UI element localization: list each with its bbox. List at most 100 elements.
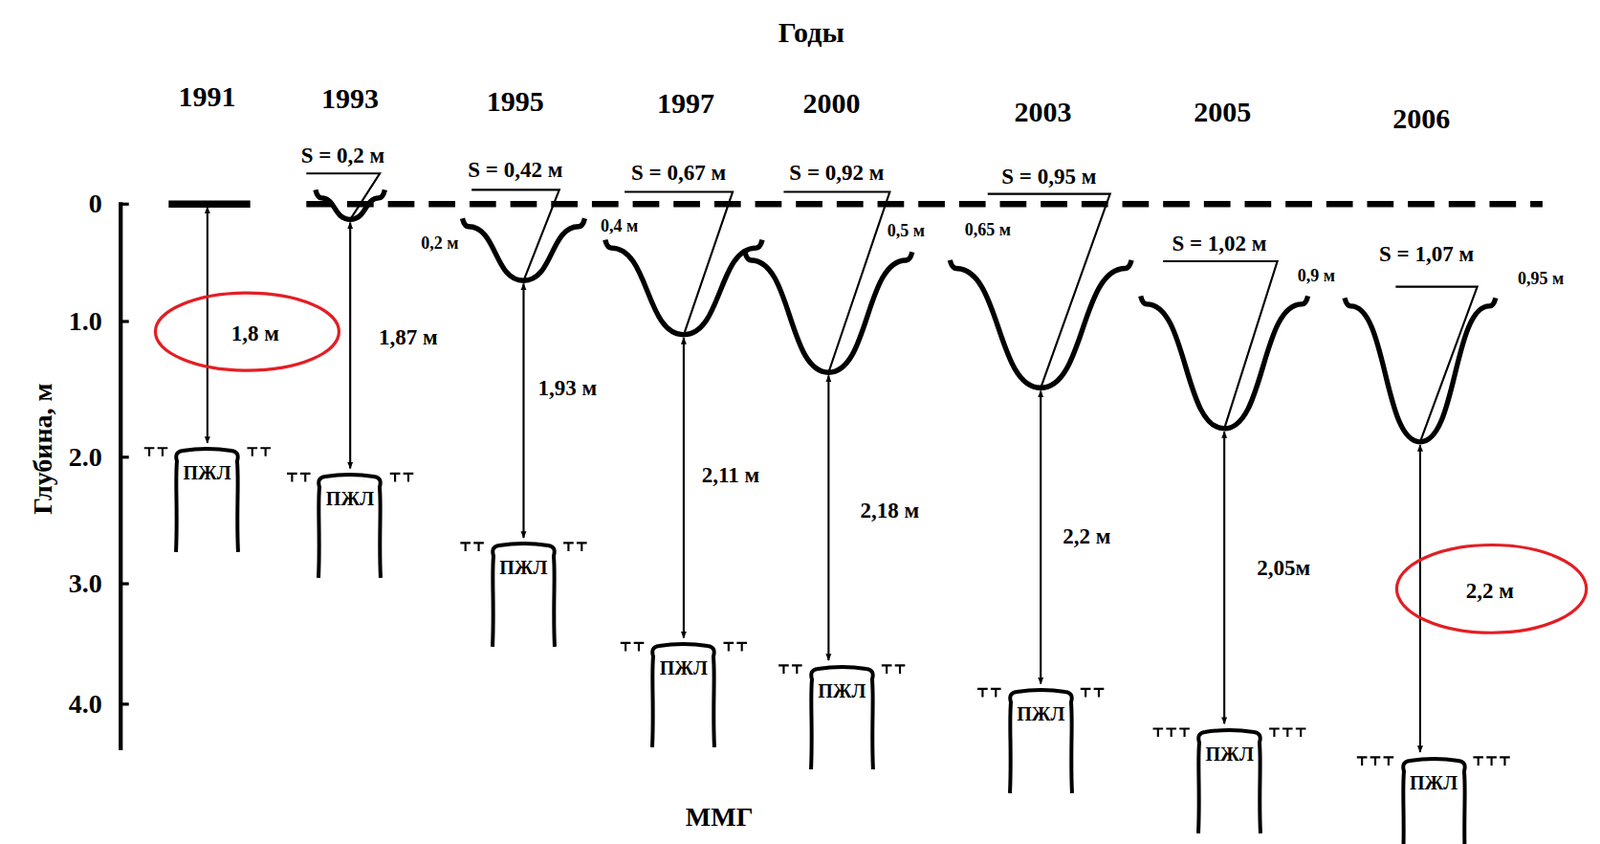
- subsidence-value: S = 0,2 м: [301, 144, 386, 167]
- thaw-trough: [1140, 295, 1309, 429]
- permafrost-symbol: [1165, 727, 1177, 737]
- thaw-trough: [315, 189, 386, 220]
- thaw-trough: [745, 251, 913, 373]
- shoulder-value: 0,9 м: [1297, 266, 1336, 285]
- ice-wedge: ПЖЛ: [804, 663, 880, 770]
- wedge-label: ПЖЛ: [1396, 755, 1472, 792]
- permafrost-symbol: [723, 642, 735, 652]
- permafrost-symbol: [881, 664, 893, 674]
- tick-label: 0: [88, 190, 103, 218]
- subsidence-value: S = 0,42 м: [467, 158, 563, 181]
- subsidence-value: S = 0,95 м: [1001, 164, 1096, 187]
- thaw-depth-value: 2,2 м: [1062, 525, 1111, 548]
- ice-wedge: ПЖЛ: [169, 445, 245, 552]
- tick-label: 3.0: [68, 569, 103, 597]
- permafrost-symbol: [1472, 756, 1484, 766]
- thaw-depth-value: 2,05м: [1256, 556, 1311, 579]
- thaw-trough: [949, 260, 1132, 388]
- depth-arrow: [349, 221, 351, 468]
- depth-arrow: [522, 283, 525, 538]
- subsidence-value: S = 0,67 м: [631, 161, 726, 184]
- subsidence-value: S = 1,07 м: [1379, 241, 1474, 264]
- axis-tick: [120, 701, 130, 705]
- shoulder-value: 0,2 м: [420, 234, 459, 252]
- permafrost-symbol: [390, 473, 401, 483]
- ice-wedge-outline: [485, 540, 562, 647]
- ice-wedge-outline: [311, 471, 388, 578]
- ice-wedge-outline: [1396, 755, 1472, 844]
- ice-wedge-outline: [645, 640, 722, 747]
- permafrost-symbol: [1179, 727, 1190, 737]
- axis-tick: [120, 581, 130, 585]
- subsidence-value: S = 1,02 м: [1171, 231, 1267, 254]
- permafrost-symbol: [300, 473, 311, 483]
- permafrost-label: ММГ: [685, 803, 754, 831]
- axis-title: Глубина, м: [29, 383, 57, 515]
- permafrost-symbol: [403, 473, 415, 483]
- wedge-label: ПЖЛ: [804, 663, 880, 701]
- permafrost-symbol: [791, 664, 803, 674]
- depth-arrow: [1419, 444, 1422, 752]
- wedge-label: ПЖЛ: [485, 540, 562, 577]
- thaw-depth-value: 2,11 м: [701, 463, 760, 486]
- permafrost-symbol: [1153, 727, 1164, 737]
- ground-surface-dashed: [306, 200, 1543, 207]
- highlight-ellipse: [1396, 545, 1586, 634]
- thaw-troughs: [315, 189, 1496, 441]
- ice-wedge: ПЖЛ: [311, 471, 388, 578]
- permafrost-symbol: [977, 688, 988, 698]
- permafrost-symbols: [144, 447, 1511, 766]
- subsidence-line: [471, 189, 560, 281]
- tick-label: 4.0: [68, 690, 103, 718]
- permafrost-symbol: [736, 642, 747, 652]
- year-label: 2005: [1193, 97, 1251, 127]
- ice-wedge: ПЖЛ: [645, 640, 722, 747]
- permafrost-symbol: [246, 447, 258, 457]
- permafrost-symbol: [620, 642, 632, 652]
- shoulder-value: 0,95 м: [1517, 269, 1564, 287]
- ice-wedge: ПЖЛ: [1396, 755, 1472, 844]
- permafrost-symbol: [286, 473, 298, 483]
- depth-arrow: [1223, 431, 1226, 724]
- year-label: 2000: [803, 88, 861, 118]
- depth-arrow: [682, 337, 685, 638]
- permafrost-symbol: [1295, 727, 1307, 737]
- permafrost-symbol: [144, 447, 155, 457]
- thaw-trough: [605, 240, 763, 335]
- year-label: 1997: [657, 88, 715, 118]
- thaw-depth-value: 1,93 м: [537, 376, 597, 399]
- permafrost-symbol: [1094, 688, 1105, 698]
- permafrost-symbol: [460, 542, 471, 551]
- axis-tick: [120, 319, 130, 323]
- permafrost-symbol: [895, 664, 906, 674]
- thaw-depth-value: 1,87 м: [378, 326, 439, 349]
- highlight-ellipse: [154, 292, 339, 371]
- ice-wedge-outline: [804, 663, 880, 770]
- thaw-depth-value: 1,8 м: [231, 321, 280, 344]
- axis-tick: [120, 202, 130, 206]
- subsidence-line: [783, 192, 890, 373]
- permafrost-symbol: [634, 642, 645, 652]
- shoulder-value: 0,4 м: [600, 217, 638, 235]
- permafrost-symbol: [1282, 727, 1294, 737]
- thaw-depth-value: 2,2 м: [1466, 578, 1514, 601]
- thaw-trough: [1344, 297, 1496, 441]
- year-label: 1993: [321, 84, 379, 113]
- ice-wedge: ПЖЛ: [485, 540, 562, 647]
- permafrost-symbol: [1269, 727, 1280, 737]
- year-label: 1995: [486, 87, 545, 116]
- permafrost-symbol: [778, 664, 790, 674]
- tick-label: 1.0: [68, 307, 103, 335]
- permafrost-symbol: [473, 542, 484, 551]
- subsidence-lines: [306, 173, 1477, 441]
- subsidence-line: [1395, 286, 1477, 442]
- wedge-label: ПЖЛ: [1191, 726, 1268, 764]
- depth-arrow: [1039, 390, 1042, 683]
- wedge-label: ПЖЛ: [311, 471, 388, 508]
- wedge-label: ПЖЛ: [169, 445, 245, 483]
- subsidence-line: [306, 173, 380, 220]
- subsidence-line: [1162, 261, 1277, 429]
- permafrost-symbol: [1499, 756, 1511, 766]
- permafrost-symbol: [1486, 756, 1497, 766]
